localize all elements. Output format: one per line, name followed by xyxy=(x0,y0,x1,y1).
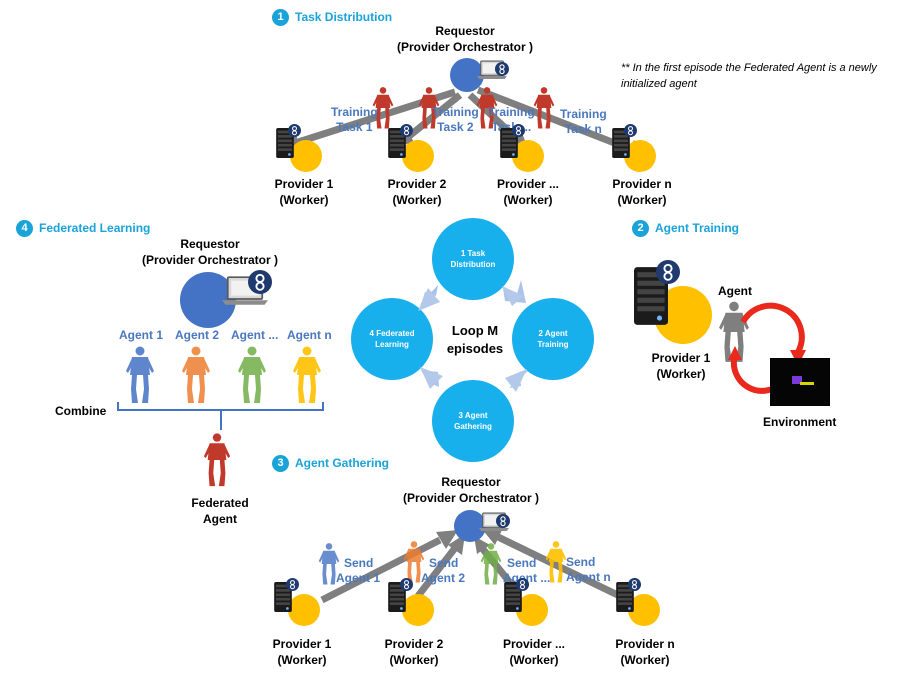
s3-provider-4-label: Provider n(Worker) xyxy=(615,637,675,667)
s3-agent-3-robot-icon xyxy=(480,542,502,586)
s3-provider-2-golem-logo-icon xyxy=(400,578,413,591)
section-1-number: 1 xyxy=(272,9,289,26)
s3-provider-1-golem-logo-icon xyxy=(286,578,299,591)
s1-provider-1-circle xyxy=(290,140,322,172)
section-2-number: 2 xyxy=(632,220,649,237)
section-1-title: Task Distribution xyxy=(295,10,393,24)
s4-requestor-label: Requestor(Provider Orchestrator ) xyxy=(141,237,279,267)
section-3-number: 3 xyxy=(272,455,289,472)
s1-requestor-label: Requestor (Provider Orchestrator ) xyxy=(396,24,534,54)
section-4-number: 4 xyxy=(16,220,33,237)
s3-requestor-label: Requestor(Provider Orchestrator ) xyxy=(402,475,540,505)
section-3-title: Agent Gathering xyxy=(295,456,390,470)
s1-provider-1-label: Provider 1(Worker) xyxy=(274,177,334,207)
s4-agent-1-label: Agent 1 xyxy=(119,328,164,342)
s3-provider-3-label: Provider ...(Worker) xyxy=(502,637,566,667)
s1-provider-3-label: Provider ...(Worker) xyxy=(496,177,560,207)
section-2-title: Agent Training xyxy=(655,221,739,235)
s2-agent-label: Agent xyxy=(718,284,752,298)
s3-golem-logo-icon xyxy=(496,514,510,528)
s3-provider-2-circle xyxy=(402,594,434,626)
s3-provider-4-golem-logo-icon xyxy=(628,578,641,591)
s1-provider-4-label: Provider n(Worker) xyxy=(612,177,672,207)
s4-agent-4-label: Agent n xyxy=(287,328,332,342)
s2-environment-screen-icon xyxy=(770,358,830,406)
s4-combine-label: Combine xyxy=(55,404,107,418)
s3-provider-1-circle xyxy=(288,594,320,626)
s2-provider-label: Provider 1(Worker) xyxy=(651,351,711,381)
s4-requestor-circle xyxy=(180,272,236,328)
first-episode-note: ** In the first episode the Federated Ag… xyxy=(621,62,877,90)
s4-agent-3-label: Agent ... xyxy=(231,328,279,342)
s1-requestor-circle xyxy=(450,58,484,92)
s2-environment-label: Environment xyxy=(763,415,837,429)
s3-provider-1-label: Provider 1(Worker) xyxy=(272,637,332,667)
s3-provider-3-golem-logo-icon xyxy=(516,578,529,591)
s3-provider-2-label: Provider 2(Worker) xyxy=(384,637,444,667)
s1-provider-2-label: Provider 2(Worker) xyxy=(387,177,447,207)
s4-agent-2-label: Agent 2 xyxy=(175,328,220,342)
s1-provider-2-circle xyxy=(402,140,434,172)
s3-requestor-circle xyxy=(454,510,486,542)
section-4-title: Federated Learning xyxy=(39,221,151,235)
